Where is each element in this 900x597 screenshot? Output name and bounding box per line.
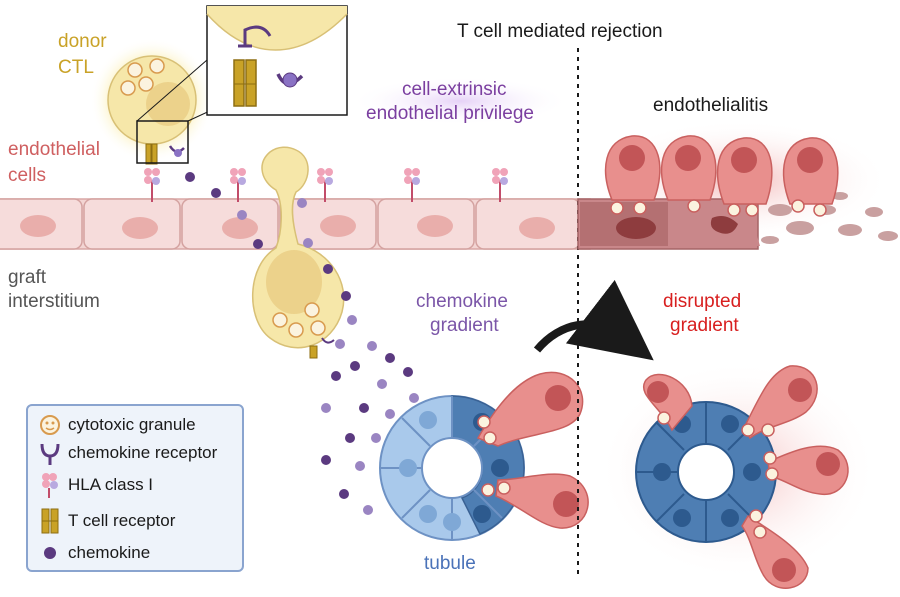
zoom-inset <box>206 5 348 116</box>
graft-interstitium-label-line2: interstitium <box>8 291 100 312</box>
disrupted-tubule <box>598 360 878 589</box>
migrating-ctl-cell <box>251 146 345 359</box>
privilege-label-line2: endothelial privilege <box>366 103 534 124</box>
hla-class-i-icon <box>230 168 246 202</box>
cytotoxic-granule-icon <box>120 80 136 96</box>
cytotoxic-granule-icon <box>149 58 165 74</box>
cytotoxic-granule-icon <box>310 320 326 336</box>
endothelial-cells-label-line2: cells <box>8 165 47 186</box>
cytotoxic-granule-icon <box>127 62 143 78</box>
legend-label: T cell receptor <box>68 511 176 530</box>
page-title: T cell mediated rejection <box>457 21 663 42</box>
donor-ctl-cell <box>90 38 321 165</box>
donor-ctl-label-line1: donor <box>58 31 107 52</box>
endothelialitis-scene <box>577 120 898 250</box>
donor-ctl-label-line2: CTL <box>58 57 94 78</box>
t-cell-receptor-icon <box>233 59 257 107</box>
cytotoxic-granule-icon <box>288 322 304 338</box>
legend-label: cytotoxic granule <box>68 415 196 434</box>
chemokine-icon <box>44 547 56 559</box>
disrupted-gradient-label-line1: disrupted <box>663 291 742 312</box>
cytotoxic-granule-icon <box>40 415 60 435</box>
cytotoxic-granule-icon <box>272 312 288 328</box>
hla-class-i-icon <box>492 168 508 202</box>
legend-item-hla-class-i: HLA class I <box>38 472 153 498</box>
endothelial-cells-label-line1: endothelial <box>8 139 100 160</box>
legend-label: chemokine receptor <box>68 443 218 462</box>
privilege-glow <box>350 77 570 125</box>
legend-item-t-cell-receptor: T cell receptor <box>38 508 175 534</box>
hla-class-i-icon <box>144 168 160 202</box>
t-cell-receptor-icon <box>41 508 59 534</box>
privilege-label-line1: cell-extrinsic <box>402 79 507 100</box>
cytotoxic-granule-icon <box>304 302 320 318</box>
legend-label: HLA class I <box>68 475 154 494</box>
legend-item-chemokine: chemokine <box>38 540 150 566</box>
chemokine-dots <box>185 172 419 515</box>
endothelial-layer <box>0 198 591 250</box>
legend-item-chemokine-receptor: chemokine receptor <box>38 440 217 466</box>
endothelialitis-label: endothelialitis <box>653 95 769 116</box>
hla-class-i-icon <box>404 168 420 202</box>
tubule-structure <box>379 371 589 541</box>
chemokine-gradient-label-line2: gradient <box>430 315 499 336</box>
legend: cytotoxic granule chemokine receptor HLA… <box>26 404 244 572</box>
hla-markers <box>144 168 508 202</box>
cytotoxic-granule-icon <box>138 76 154 92</box>
tubule-label: tubule <box>424 553 476 574</box>
graft-interstitium-label-line1: graft <box>8 267 47 288</box>
legend-item-cytotoxic-granule: cytotoxic granule <box>38 412 196 438</box>
hla-class-i-icon <box>317 168 333 202</box>
legend-label: chemokine <box>68 543 151 562</box>
transition-arrow <box>533 279 654 361</box>
disrupted-gradient-label-line2: gradient <box>670 315 739 336</box>
chemokine-gradient-label-line1: chemokine <box>416 291 508 312</box>
t-cell-receptor-icon <box>145 143 158 165</box>
chemokine-receptor-icon <box>40 443 60 465</box>
hla-class-i-icon <box>42 473 58 498</box>
